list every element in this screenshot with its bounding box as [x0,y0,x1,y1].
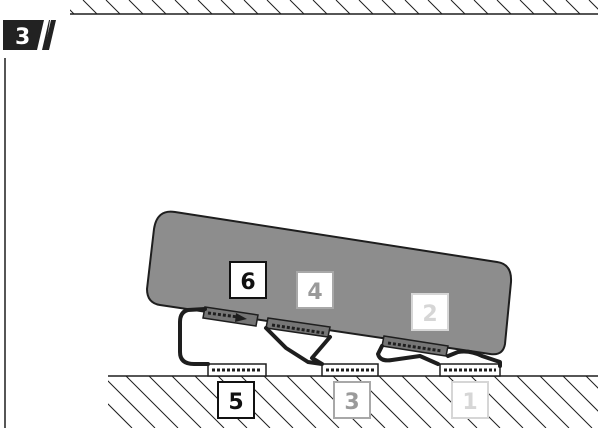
hatch-line [105,0,121,14]
strap-2-1 [376,344,502,368]
hatch-line [286,376,340,428]
hatch-line [220,0,236,14]
label-1: 1 [462,390,477,415]
hatch-line [312,0,328,14]
label-box-4: 4 [296,271,334,309]
hatch-line [289,0,305,14]
hatch-line [516,376,570,428]
clip-3 [321,363,379,377]
hatch-line [381,0,397,14]
label-box-6: 6 [229,261,267,299]
hatch-line [263,376,317,428]
hatch-line [82,0,98,14]
ground-clips [207,363,501,377]
hatch-line [427,0,443,14]
hatch-line [151,0,167,14]
hatch-line [148,376,202,428]
hatch-line [565,0,581,14]
step-number: 3 [15,25,30,50]
hatch-line [473,0,489,14]
hatch-line [496,0,512,14]
label-2: 2 [422,302,437,327]
hatch-line [404,0,420,14]
strap-4-3 [264,326,332,366]
hatch-line [493,376,547,428]
label-box-1: 1 [451,381,489,419]
hatch-line [539,376,593,428]
label-box-2: 2 [411,293,449,331]
hatch-line [358,0,374,14]
hatch-line [542,0,558,14]
label-4: 4 [307,280,322,305]
hatch-line [243,0,259,14]
hatch-line [266,0,282,14]
hatch-line [108,403,133,428]
hatch-line [585,376,598,389]
hatch-line [401,376,455,428]
label-box-5: 5 [217,381,255,419]
hatch-line [335,0,351,14]
spring-straps [178,307,502,368]
label-box-3: 3 [333,381,371,419]
hatch-line [174,0,190,14]
number-labels: 6 4 2 5 3 1 [217,261,489,419]
hatch-line [450,0,466,14]
device-pads [202,306,449,357]
hatch-line [562,376,598,412]
top-frame [70,0,598,15]
hatch-line [70,9,75,14]
label-3: 3 [344,390,359,415]
step-badge: 3 [3,20,56,50]
hatch-line [588,0,598,10]
hatch-line [171,376,225,428]
label-5: 5 [228,390,243,415]
hatch-line [128,0,144,14]
hatch-line [197,0,213,14]
label-6: 6 [240,270,255,295]
hatch-line [125,376,179,428]
strap-6-5 [178,307,210,366]
hatch-line [378,376,432,428]
hatch-line [519,0,535,14]
hatch-line [108,380,156,428]
